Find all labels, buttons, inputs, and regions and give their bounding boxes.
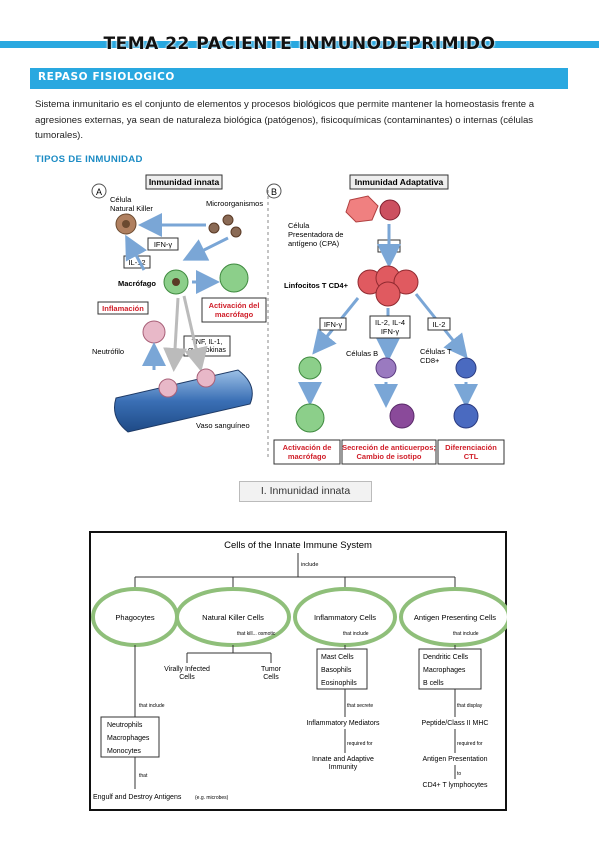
cd4-node: CD4+ T lymphocytes bbox=[423, 782, 488, 789]
macrophage-label: Macrófago bbox=[118, 279, 156, 288]
mediators-node: Inflammatory Mediators bbox=[306, 720, 380, 727]
section-title: REPASO FISIOLOGICO bbox=[38, 71, 175, 83]
outcome-antibodies: Secreción de anticuerpos;Cambio de isoti… bbox=[342, 443, 436, 461]
ifn-label: IFN-γ bbox=[154, 240, 173, 249]
to-label: to bbox=[457, 771, 461, 777]
phagocytes-node: Phagocytes bbox=[115, 613, 154, 622]
include-label: include bbox=[301, 562, 318, 568]
innate-section-label: I. Inmunidad innata bbox=[239, 481, 372, 502]
secrete-label: that secrete bbox=[347, 703, 373, 709]
include-label-phag: that include bbox=[139, 703, 165, 709]
blood-vessel-icon bbox=[114, 369, 253, 433]
cd4-label: Linfocitos T CD4+ bbox=[284, 281, 349, 290]
title-underline-bar bbox=[0, 41, 599, 48]
basophils: Basophils bbox=[321, 667, 352, 674]
microorganisms-icon bbox=[208, 214, 242, 238]
monocytes: Monocytes bbox=[107, 748, 141, 755]
neutrophil-label: Neutrófilo bbox=[92, 347, 124, 356]
panel-a-letter: A bbox=[96, 187, 102, 197]
apc-node: Antigen Presenting Cells bbox=[414, 613, 496, 622]
cd4-cells-icon bbox=[357, 265, 419, 307]
required-label-1: required for bbox=[347, 741, 373, 747]
dendritic-cells: Dendritic Cells bbox=[423, 654, 469, 661]
t-cell-icon bbox=[379, 199, 401, 221]
intro-paragraph: Sistema inmunitario es el conjunto de el… bbox=[35, 99, 535, 141]
neutrophils: Neutrophils bbox=[107, 722, 143, 729]
eosinophils: Eosinophils bbox=[321, 680, 357, 687]
macrophages: Macrophages bbox=[107, 735, 150, 742]
il2-right-label: IL-2 bbox=[433, 320, 446, 329]
innate-cells-concept-map: Cells of the Innate Immune System includ… bbox=[89, 531, 507, 811]
panel-b-marker bbox=[266, 183, 282, 199]
b-cells: B cells bbox=[423, 680, 444, 687]
engulf-example: (e.g. microbes) bbox=[195, 795, 229, 801]
display-label: that display bbox=[457, 703, 483, 709]
neutrophil-icon bbox=[142, 320, 166, 344]
vessel-label: Vaso sanguíneo bbox=[196, 421, 250, 430]
subtitle-tipos: TIPOS DE INMUNIDAD bbox=[35, 154, 143, 165]
adaptive-title: Inmunidad Adaptativa bbox=[355, 177, 444, 187]
required-label-2: required for bbox=[457, 741, 483, 747]
panel-a-marker bbox=[91, 183, 107, 199]
apc-icon bbox=[345, 195, 379, 223]
panel-b-letter: B bbox=[271, 187, 277, 197]
map-title: Cells of the Innate Immune System bbox=[224, 540, 372, 551]
include-label-2: that include bbox=[343, 631, 369, 637]
peptide-node: Peptide/Class II MHC bbox=[422, 720, 489, 727]
b-cells-label: Células B bbox=[346, 349, 378, 358]
innate-title: Inmunidad innata bbox=[149, 177, 220, 187]
inflammatory-node: Inflammatory Cells bbox=[314, 613, 376, 622]
that-label: that bbox=[139, 773, 148, 779]
page-title: TEMA 22 PACIENTE INMUNODEPRIMIDO bbox=[103, 34, 496, 54]
include-label-3: that include bbox=[453, 631, 479, 637]
kill-label: that kill... osmotic bbox=[237, 631, 276, 637]
microorganisms-label: Microorganismos bbox=[206, 199, 263, 208]
antigen-presentation-node: Antigen Presentation bbox=[423, 756, 488, 763]
ifn-b-label: IFN-γ bbox=[324, 320, 343, 329]
activated-macrophage-icon bbox=[219, 263, 249, 293]
section-header-bar bbox=[30, 68, 568, 89]
engulf-node: Engulf and Destroy Antigens bbox=[93, 794, 182, 801]
nk-node: Natural Killer Cells bbox=[202, 613, 264, 622]
mast-cells: Mast Cells bbox=[321, 654, 354, 661]
il12-label: IL-12 bbox=[128, 258, 145, 267]
inflammation-label: Inflamación bbox=[102, 304, 144, 313]
macrophages-apc: Macrophages bbox=[423, 667, 466, 674]
